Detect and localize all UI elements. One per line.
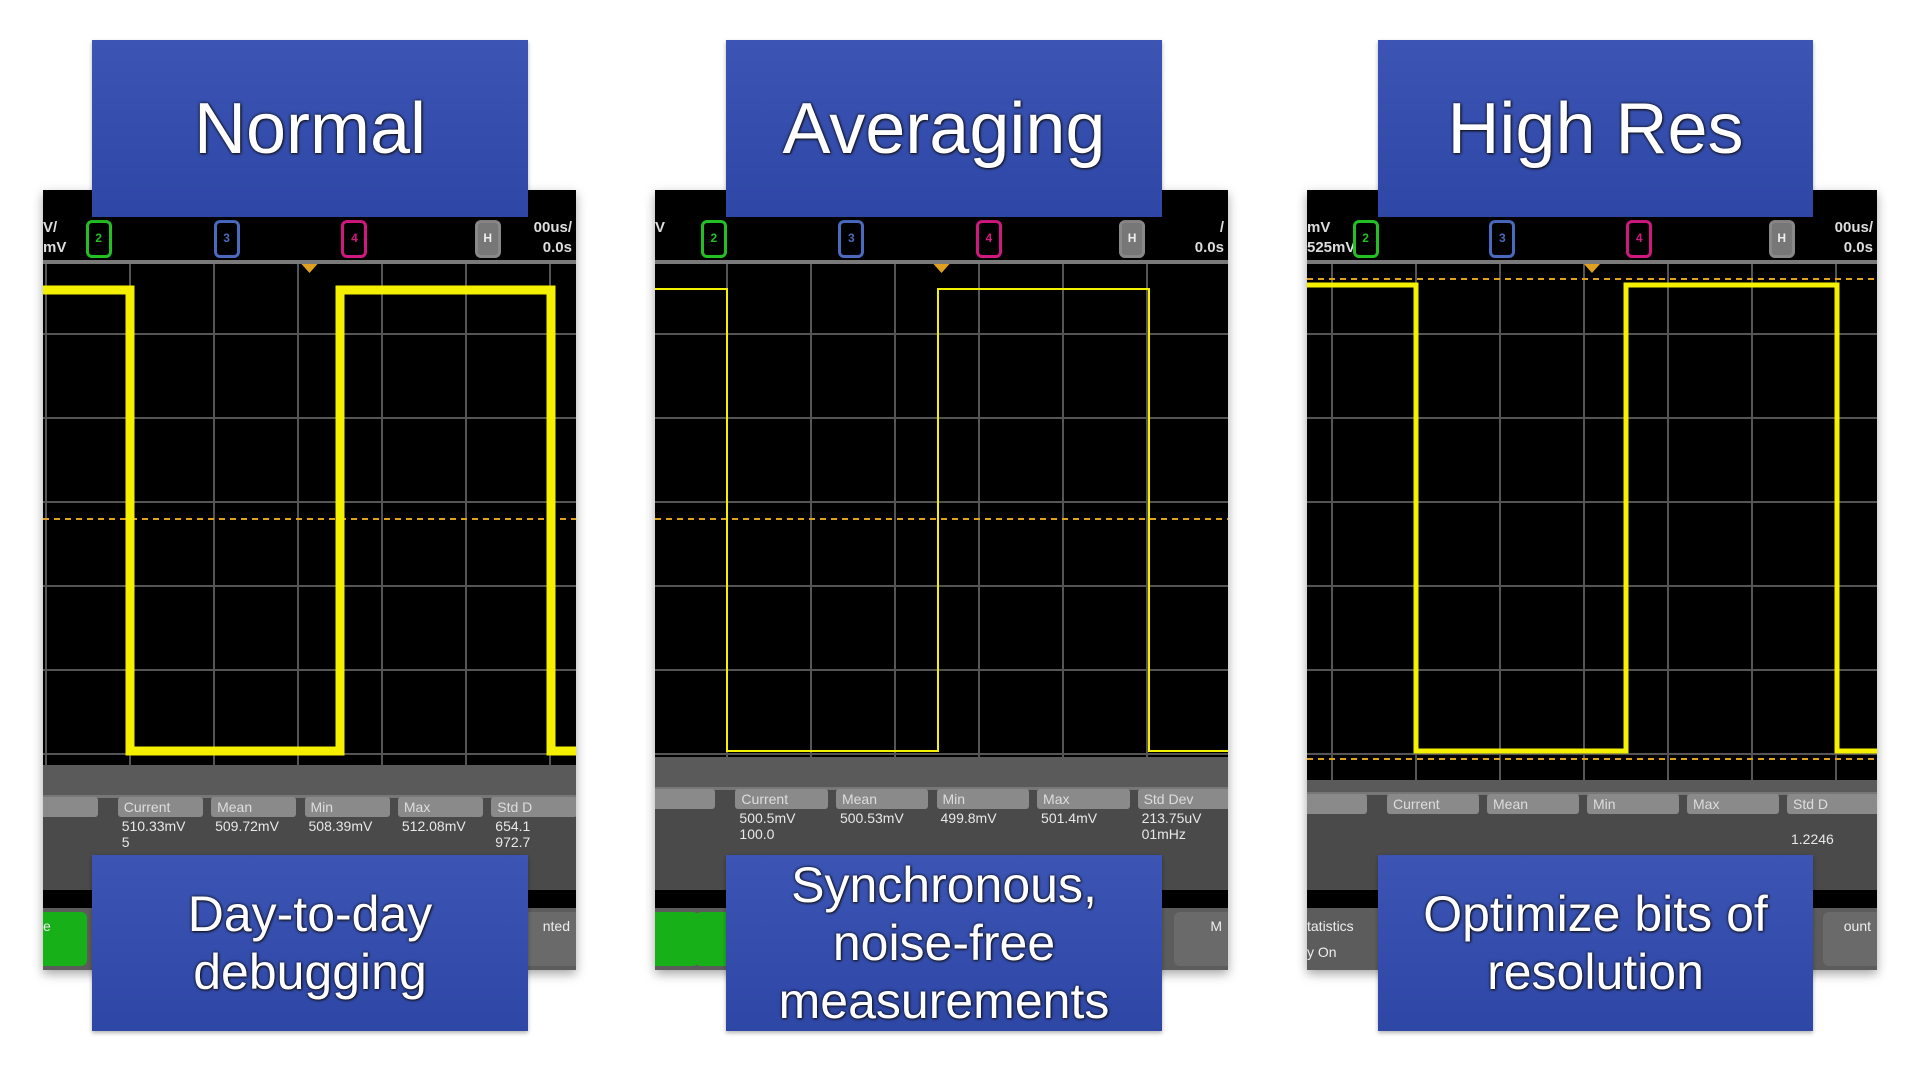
measurement-header-blank[interactable] xyxy=(1307,794,1367,814)
scale-text: mV xyxy=(1307,219,1331,236)
measurement-value: 499.8mV xyxy=(940,810,997,826)
mode-caption: Optimize bits of resolution xyxy=(1378,855,1813,1031)
timebase-text: 0.0s xyxy=(542,239,572,256)
trigger-marker-icon xyxy=(1584,264,1600,273)
mode-title: Averaging xyxy=(726,40,1162,217)
softkey-button[interactable]: M xyxy=(1174,912,1228,966)
softkey-button[interactable] xyxy=(655,912,699,966)
vertical-scale-readout: V xyxy=(655,218,665,238)
oscilloscope-panel: V/mV 00us/0.0s 2 3 4 H Current Mean Min Max Std D 5… xyxy=(43,190,576,970)
measurement-value: 654.1 xyxy=(495,818,531,834)
vertical-scale-readout: V/mV xyxy=(43,218,66,258)
timebase-text: 0.0s xyxy=(1194,239,1224,256)
channel-3-button[interactable]: 3 xyxy=(838,220,865,258)
timebase-readout[interactable]: / 0.0s xyxy=(1195,218,1224,258)
measurement-header-min[interactable]: Min xyxy=(936,789,1030,809)
measurement-header-std-dev[interactable]: Std Dev xyxy=(1137,789,1228,809)
oscilloscope-panel: V / 0.0s 2 3 4 H Current Mean Min Max Std Dev 500.5m… xyxy=(655,190,1228,970)
scale-text: V xyxy=(655,219,666,236)
mode-title: High Res xyxy=(1378,40,1813,217)
measurement-band xyxy=(655,757,1228,790)
softkey-button[interactable]: ount xyxy=(1823,912,1877,966)
vertical-scale-readout: mV 525mV xyxy=(1307,218,1355,258)
oscilloscope-panel: mV 525mV 00us/0.0s 2 3 4 H Current Mean Min Max Std… xyxy=(1307,190,1877,970)
softkey-button[interactable]: nted xyxy=(522,912,576,966)
measurement-value: 213.75uV xyxy=(1141,810,1202,826)
measurement-value: 100.0 xyxy=(739,826,775,842)
measurement-value: 972.7 xyxy=(495,834,531,850)
measurement-value: 01mHz xyxy=(1141,826,1186,842)
scale-text: mV xyxy=(43,239,67,256)
measurement-value: 500.53mV xyxy=(839,810,904,826)
measurement-header-max[interactable]: Max xyxy=(1687,794,1779,814)
measurement-header-max[interactable]: Max xyxy=(397,797,484,817)
measurement-value: 508.39mV xyxy=(308,818,373,834)
measurement-value: 1.2246 xyxy=(1791,831,1834,847)
channel-2-button[interactable]: 2 xyxy=(1352,220,1379,258)
softkey-button[interactable]: tatistics xyxy=(1307,912,1377,966)
channel-2-button[interactable]: 2 xyxy=(700,220,727,258)
channel-H-button[interactable]: H xyxy=(1119,220,1146,258)
mode-caption: Day-to-day debugging xyxy=(92,855,528,1031)
measurement-header-blank[interactable] xyxy=(655,789,716,809)
waveform-display xyxy=(1307,264,1877,780)
channel-3-button[interactable]: 3 xyxy=(213,220,240,258)
channel-2-button[interactable]: 2 xyxy=(85,220,112,258)
measurement-band xyxy=(1307,780,1877,795)
timebase-readout[interactable]: 00us/0.0s xyxy=(1835,218,1873,258)
measurement-header-mean[interactable]: Mean xyxy=(211,797,297,817)
channel-H-button[interactable]: H xyxy=(1768,220,1795,258)
topbar-divider xyxy=(655,260,1228,264)
softkey-button[interactable]: e xyxy=(43,912,87,966)
channel-3-button[interactable]: 3 xyxy=(1489,220,1516,258)
trigger-marker-icon xyxy=(301,264,318,273)
mode-title: Normal xyxy=(92,40,528,217)
measurement-value: 5 xyxy=(121,834,130,850)
channel-H-button[interactable]: H xyxy=(474,220,501,258)
topbar-divider xyxy=(43,260,576,264)
measurement-band xyxy=(43,765,576,798)
measurement-value: 501.4mV xyxy=(1041,810,1098,826)
timebase-text: 0.0s xyxy=(1843,239,1873,256)
measurement-header-current[interactable]: Current xyxy=(117,797,204,817)
timebase-text: 00us/ xyxy=(1834,219,1873,236)
timebase-text: / xyxy=(1219,219,1224,236)
measurement-header-max[interactable]: Max xyxy=(1037,789,1130,809)
measurement-header-mean[interactable]: Mean xyxy=(1487,794,1579,814)
waveform-display xyxy=(43,264,576,765)
measurement-header-mean[interactable]: Mean xyxy=(835,789,929,809)
measurement-header-current[interactable]: Current xyxy=(1387,794,1479,814)
channel-4-button[interactable]: 4 xyxy=(1626,220,1653,258)
trigger-marker-icon xyxy=(933,264,950,273)
measurement-value: 509.72mV xyxy=(215,818,279,834)
channel-4-button[interactable]: 4 xyxy=(341,220,368,258)
timebase-readout[interactable]: 00us/0.0s xyxy=(534,218,572,258)
waveform-display xyxy=(655,264,1228,757)
measurement-header-std-d[interactable]: Std D xyxy=(1787,794,1877,814)
mode-caption: Synchronous, noise-free measurements xyxy=(726,855,1162,1031)
measurement-header-current[interactable]: Current xyxy=(735,789,828,809)
channel-1-trace xyxy=(43,285,576,756)
measurement-value: 510.33mV xyxy=(121,818,186,834)
measurement-value: 512.08mV xyxy=(401,818,466,834)
scale-text: 525mV xyxy=(1307,239,1356,256)
timebase-text: 00us/ xyxy=(533,219,572,236)
measurement-value: 500.5mV xyxy=(739,810,796,826)
scale-text: V/ xyxy=(43,219,58,236)
channel-1-trace xyxy=(655,288,1228,752)
measurement-header-std-d[interactable]: Std D xyxy=(491,797,576,817)
measurement-header-min[interactable]: Min xyxy=(304,797,390,817)
measurement-header-blank[interactable] xyxy=(43,797,99,817)
measurement-header-min[interactable]: Min xyxy=(1587,794,1679,814)
channel-4-button[interactable]: 4 xyxy=(975,220,1002,258)
channel-1-trace xyxy=(1307,282,1877,754)
softkey-button[interactable]: y On xyxy=(1307,944,1337,960)
topbar-divider xyxy=(1307,260,1877,264)
